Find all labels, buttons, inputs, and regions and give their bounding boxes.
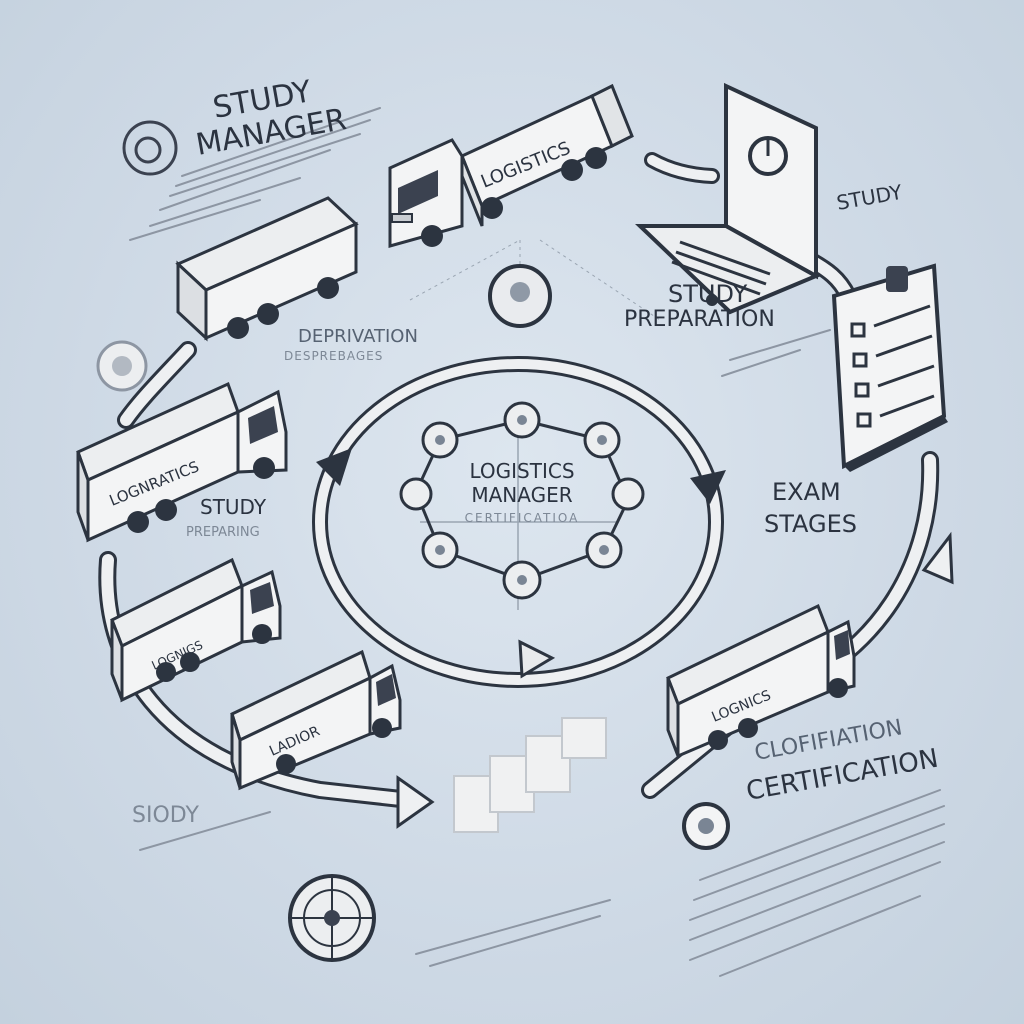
node-network xyxy=(399,401,645,600)
truck-bottom: LADIOR xyxy=(230,649,402,791)
center-title-line3: CERTIFICATIOA xyxy=(465,511,580,525)
label-study-preparation-line2: PREPARATION xyxy=(624,307,775,332)
badge-icon xyxy=(122,120,178,176)
node-left xyxy=(399,477,433,511)
label-study-left-sub: PREPARING xyxy=(186,525,260,540)
center-title-line2: MANAGER xyxy=(471,483,572,507)
central-cycle-ring xyxy=(312,356,726,688)
label-exam-stages-line1: EXAM xyxy=(772,478,841,506)
compass-icon xyxy=(288,874,376,962)
truck-right: LOGNICS xyxy=(666,603,856,759)
gear-icon xyxy=(488,264,552,328)
blocks-icon xyxy=(453,717,607,833)
label-study-preparation-line1: STUDY xyxy=(668,280,748,308)
truck-top-cab xyxy=(388,138,464,248)
center-title-line1: LOGISTICS xyxy=(469,459,574,483)
guide-lines xyxy=(409,239,661,321)
badge-left-icon xyxy=(96,340,148,392)
laptop-icon xyxy=(635,82,821,315)
ring-arrow-right xyxy=(690,470,726,504)
label-study-top-right: STUDY xyxy=(835,180,905,215)
clipboard-checklist-icon xyxy=(831,263,948,472)
label-study-left: STUDY xyxy=(200,495,267,519)
ring-arrow-bottom xyxy=(518,639,556,679)
truck-lower-left: LOGNIGS xyxy=(110,557,282,703)
truck-top: LOGISTICS xyxy=(388,83,634,248)
label-exam-stages-line2: STAGES xyxy=(764,510,857,538)
node-right xyxy=(611,477,645,511)
label-deprivation: DEPRIVATION xyxy=(298,326,418,347)
label-study-bottom-left: SIODY xyxy=(132,803,200,828)
label-deprivation-sub: DESPREBAGES xyxy=(284,349,383,363)
scribble-lines xyxy=(129,107,945,977)
ring-arrow-left xyxy=(316,448,352,486)
trailer-left-top xyxy=(175,196,359,342)
badge-right-icon xyxy=(682,802,730,850)
